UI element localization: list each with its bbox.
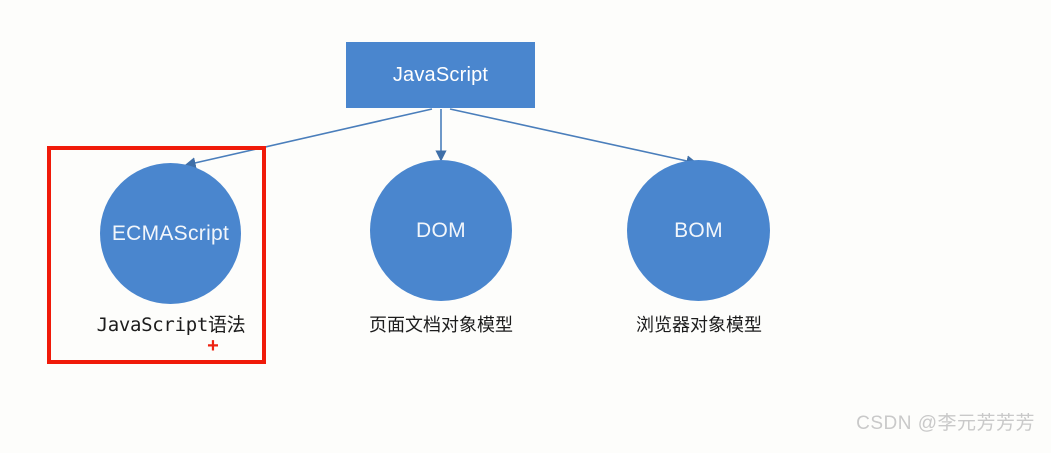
node-bom: BOM (627, 160, 770, 301)
caption-bom: 浏览器对象模型 (636, 315, 762, 335)
connector-javascript-to-bom (449, 108, 698, 167)
plus-annotation: + (207, 335, 219, 357)
node-dom: DOM (370, 160, 512, 301)
caption-ecmascript: JavaScript语法 (96, 314, 246, 336)
node-javascript: JavaScript (346, 42, 535, 108)
node-ecmascript-label: ECMAScript (111, 221, 230, 245)
caption-dom: 页面文档对象模型 (369, 315, 513, 335)
node-bom-label: BOM (674, 218, 723, 242)
node-javascript-label: JavaScript (392, 63, 489, 86)
highlight-box-ecmascript (47, 146, 266, 364)
node-ecmascript: ECMAScript (100, 163, 241, 304)
node-dom-label: DOM (416, 218, 466, 242)
watermark-text: CSDN @李元芳芳芳 (856, 413, 1035, 434)
